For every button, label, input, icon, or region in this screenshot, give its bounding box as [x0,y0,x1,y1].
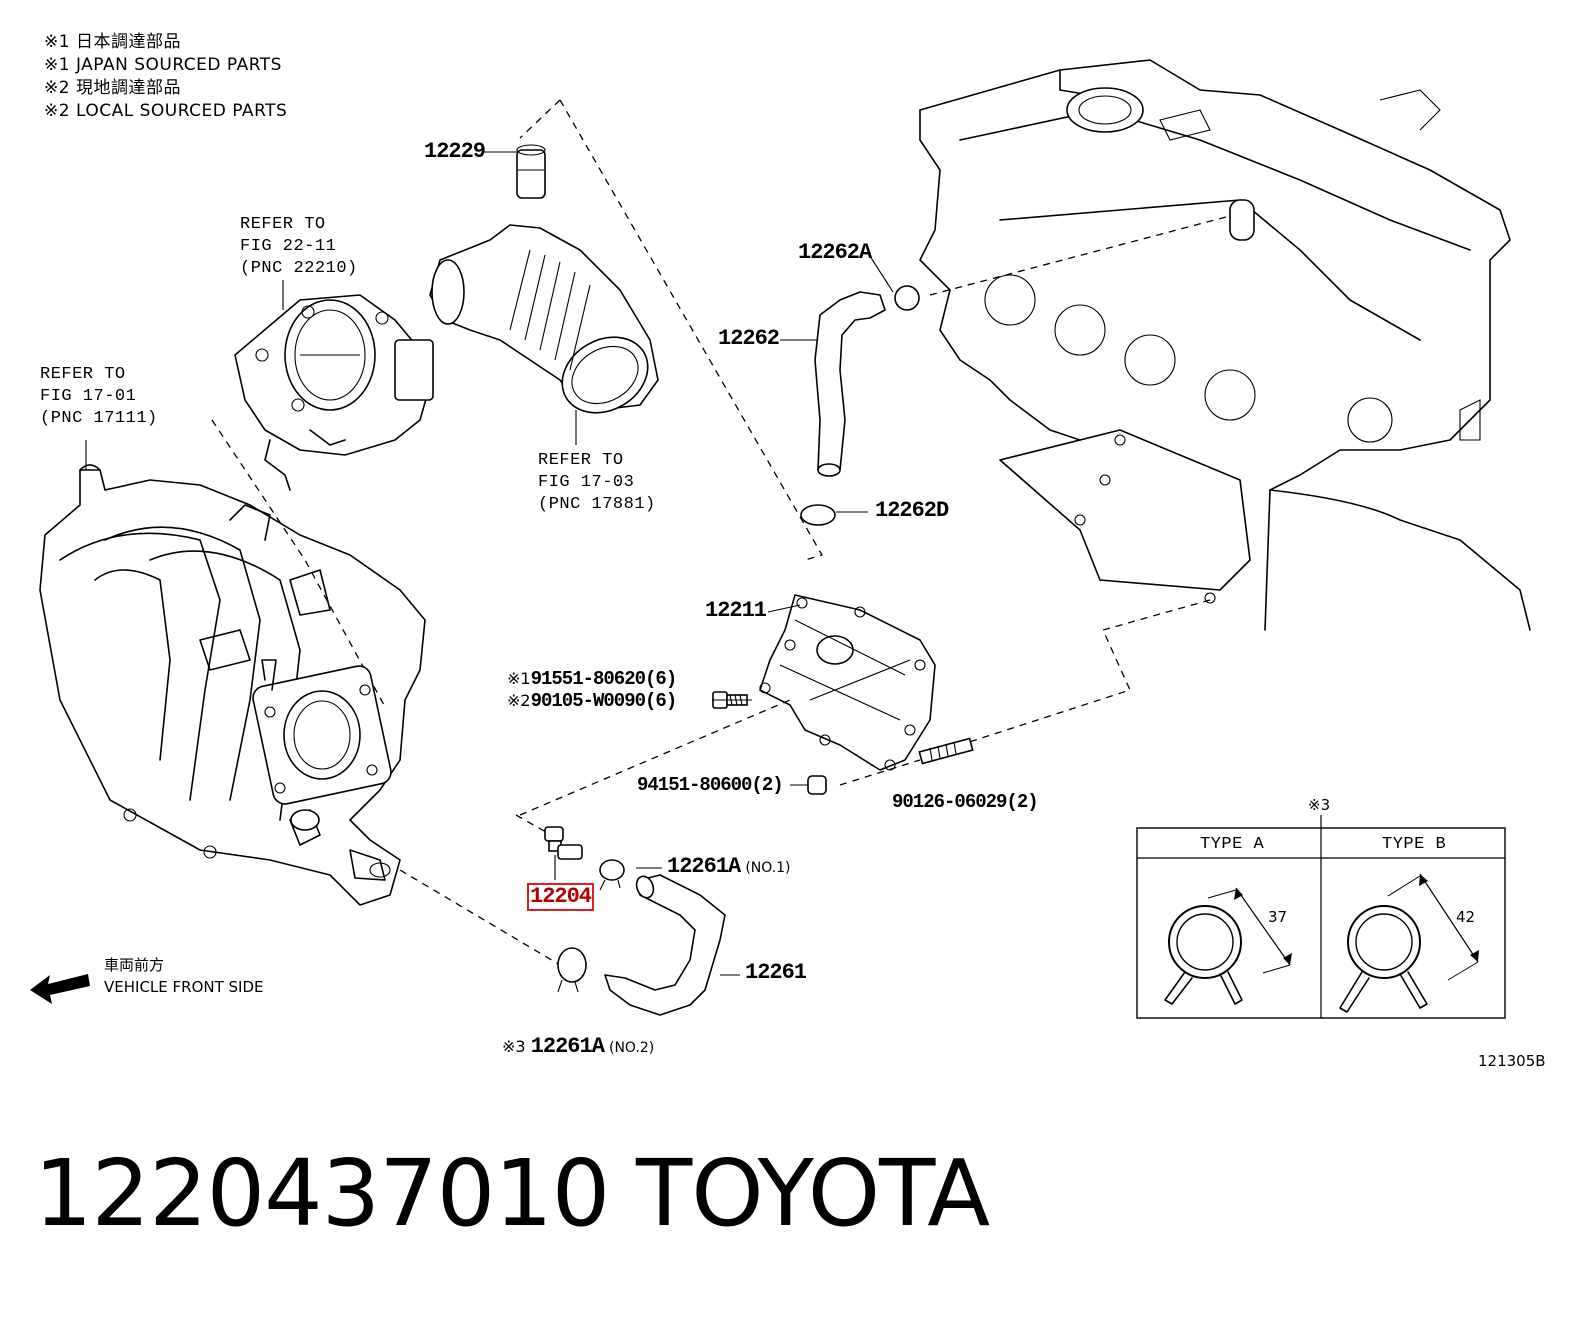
hose-12262-drawing [800,285,920,526]
part-12262-label[interactable]: 12262 [718,326,780,351]
footer-part-number: 1220437010 [34,1140,610,1247]
sensor-12204-drawing [544,826,583,880]
bolt-90105-number: 90105-W0090(6) [530,690,678,712]
bolt-90105-label[interactable]: ※290105-W0090(6) [507,690,678,712]
throttle-body-drawing [234,294,434,491]
label-leaders [85,151,894,613]
part-12229-label[interactable]: 12229 [424,139,486,164]
clamp-type-b-label: TYPE B [1382,835,1447,854]
part-12261A-no2-number: 12261A [530,1034,605,1059]
part-12261A-no1-label[interactable]: 12261A (NO.1) [667,856,791,878]
bolt-91551-mark: ※1 [507,669,531,688]
clamp-type-a-label: TYPE A [1200,835,1265,854]
note-japan-jp: ※1 日本調達部品 [44,32,181,52]
note-local-jp: ※2 現地調達部品 [44,78,181,98]
bolt-90105-mark: ※2 [507,691,531,710]
hose-12261-drawing [557,859,740,1016]
part-12204-label[interactable]: 12204 [526,883,595,911]
ref-throttle-body[interactable]: REFER TO FIG 22-11 (PNC 22210) [240,215,358,278]
stud-90126-label[interactable]: 90126-06029(2) [892,791,1039,813]
direction-jp: 車両前方 [104,956,165,974]
part-12262A-label[interactable]: 12262A [798,240,872,265]
clamp-type-a-dimension: 37 [1268,908,1288,926]
dashed-leader-lines [211,99,1246,966]
part-12211-label[interactable]: 12211 [705,598,767,623]
bolt-91551-label[interactable]: ※191551-80620(6) [507,668,678,690]
part-12261-label[interactable]: 12261 [745,960,807,985]
clamp-type-b-icon [1339,873,1479,1013]
fasteners-drawing [712,691,974,795]
bolt-91551-number: 91551-80620(6) [530,668,678,690]
part-12261A-no1-sub: (NO.1) [745,860,791,876]
footer-brand: TOYOTA [636,1140,990,1247]
ref-intake-manifold[interactable]: REFER TO FIG 17-01 (PNC 17111) [40,365,158,428]
cover-12211-drawing [759,594,936,771]
part-12261A-no1-number: 12261A [667,854,741,879]
engine-block-drawing [919,59,1531,631]
part-12261A-no2-label[interactable]: ※3 12261A (NO.2) [502,1036,654,1058]
part-12262D-label[interactable]: 12262D [875,498,949,523]
direction-en: VEHICLE FRONT SIDE [104,978,264,996]
ref-air-intake[interactable]: REFER TO FIG 17-03 (PNC 17881) [538,451,656,514]
note-local-en: ※2 LOCAL SOURCED PARTS [44,101,288,121]
clamp-type-b-dimension: 42 [1456,908,1476,926]
front-arrow-icon [30,974,90,1004]
part-12261A-no2-mark: ※3 [502,1037,526,1056]
note-japan-en: ※1 JAPAN SOURCED PARTS [44,55,282,75]
intake-manifold-drawing [39,464,426,906]
part-12261A-no2-sub: (NO.2) [609,1040,655,1056]
nut-94151-label[interactable]: 94151-80600(2) [637,774,784,796]
clamp-table-mark: ※3 [1308,796,1331,814]
air-intake-hose-drawing [429,144,659,414]
clamp-type-table [1136,815,1506,1019]
clamp-type-a-icon [1164,887,1292,1005]
diagram-id: 121305B [1478,1052,1546,1070]
